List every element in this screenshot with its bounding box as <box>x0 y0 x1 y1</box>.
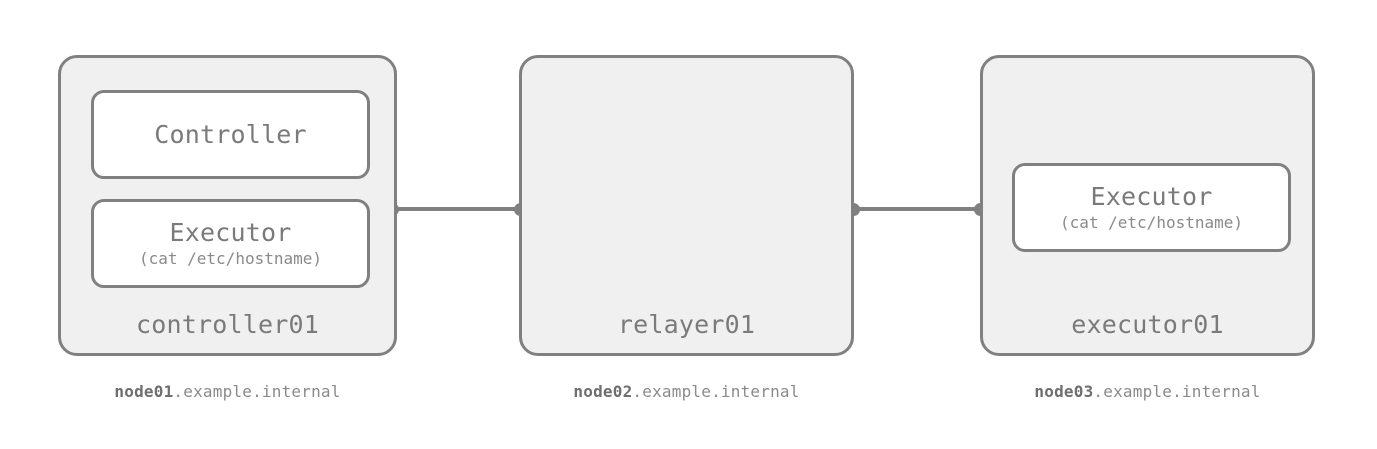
connector-controller01-relayer01 <box>392 207 527 211</box>
node-name-executor01: executor01 <box>1071 310 1224 339</box>
connector-relayer01-executor01 <box>853 207 987 211</box>
component-title: Executor <box>1090 182 1213 212</box>
component-controller[interactable]: Controller <box>91 90 370 179</box>
node-name-relayer01: relayer01 <box>617 310 756 339</box>
fqdn-caption-node03: node03.example.internal <box>980 382 1315 401</box>
node-controller01[interactable]: Controller Executor (cat /etc/hostname) … <box>58 55 397 356</box>
component-title: Executor <box>169 218 292 248</box>
fqdn-caption-node01: node01.example.internal <box>58 382 397 401</box>
fqdn-domain: .example.internal <box>632 382 800 401</box>
fqdn-domain: .example.internal <box>173 382 341 401</box>
component-executor[interactable]: Executor (cat /etc/hostname) <box>91 199 370 288</box>
component-title: Controller <box>154 119 307 149</box>
fqdn-host: node01 <box>114 382 174 401</box>
node-name-controller01: controller01 <box>135 310 319 339</box>
node-executor01[interactable]: Executor (cat /etc/hostname) executor01 <box>980 55 1315 356</box>
node-relayer01[interactable]: relayer01 <box>519 55 854 356</box>
fqdn-host: node03 <box>1034 382 1094 401</box>
component-subtitle: (cat /etc/hostname) <box>138 248 323 268</box>
component-executor[interactable]: Executor (cat /etc/hostname) <box>1012 163 1291 252</box>
fqdn-domain: .example.internal <box>1093 382 1261 401</box>
component-subtitle: (cat /etc/hostname) <box>1059 212 1244 232</box>
fqdn-host: node02 <box>573 382 633 401</box>
fqdn-caption-node02: node02.example.internal <box>519 382 854 401</box>
